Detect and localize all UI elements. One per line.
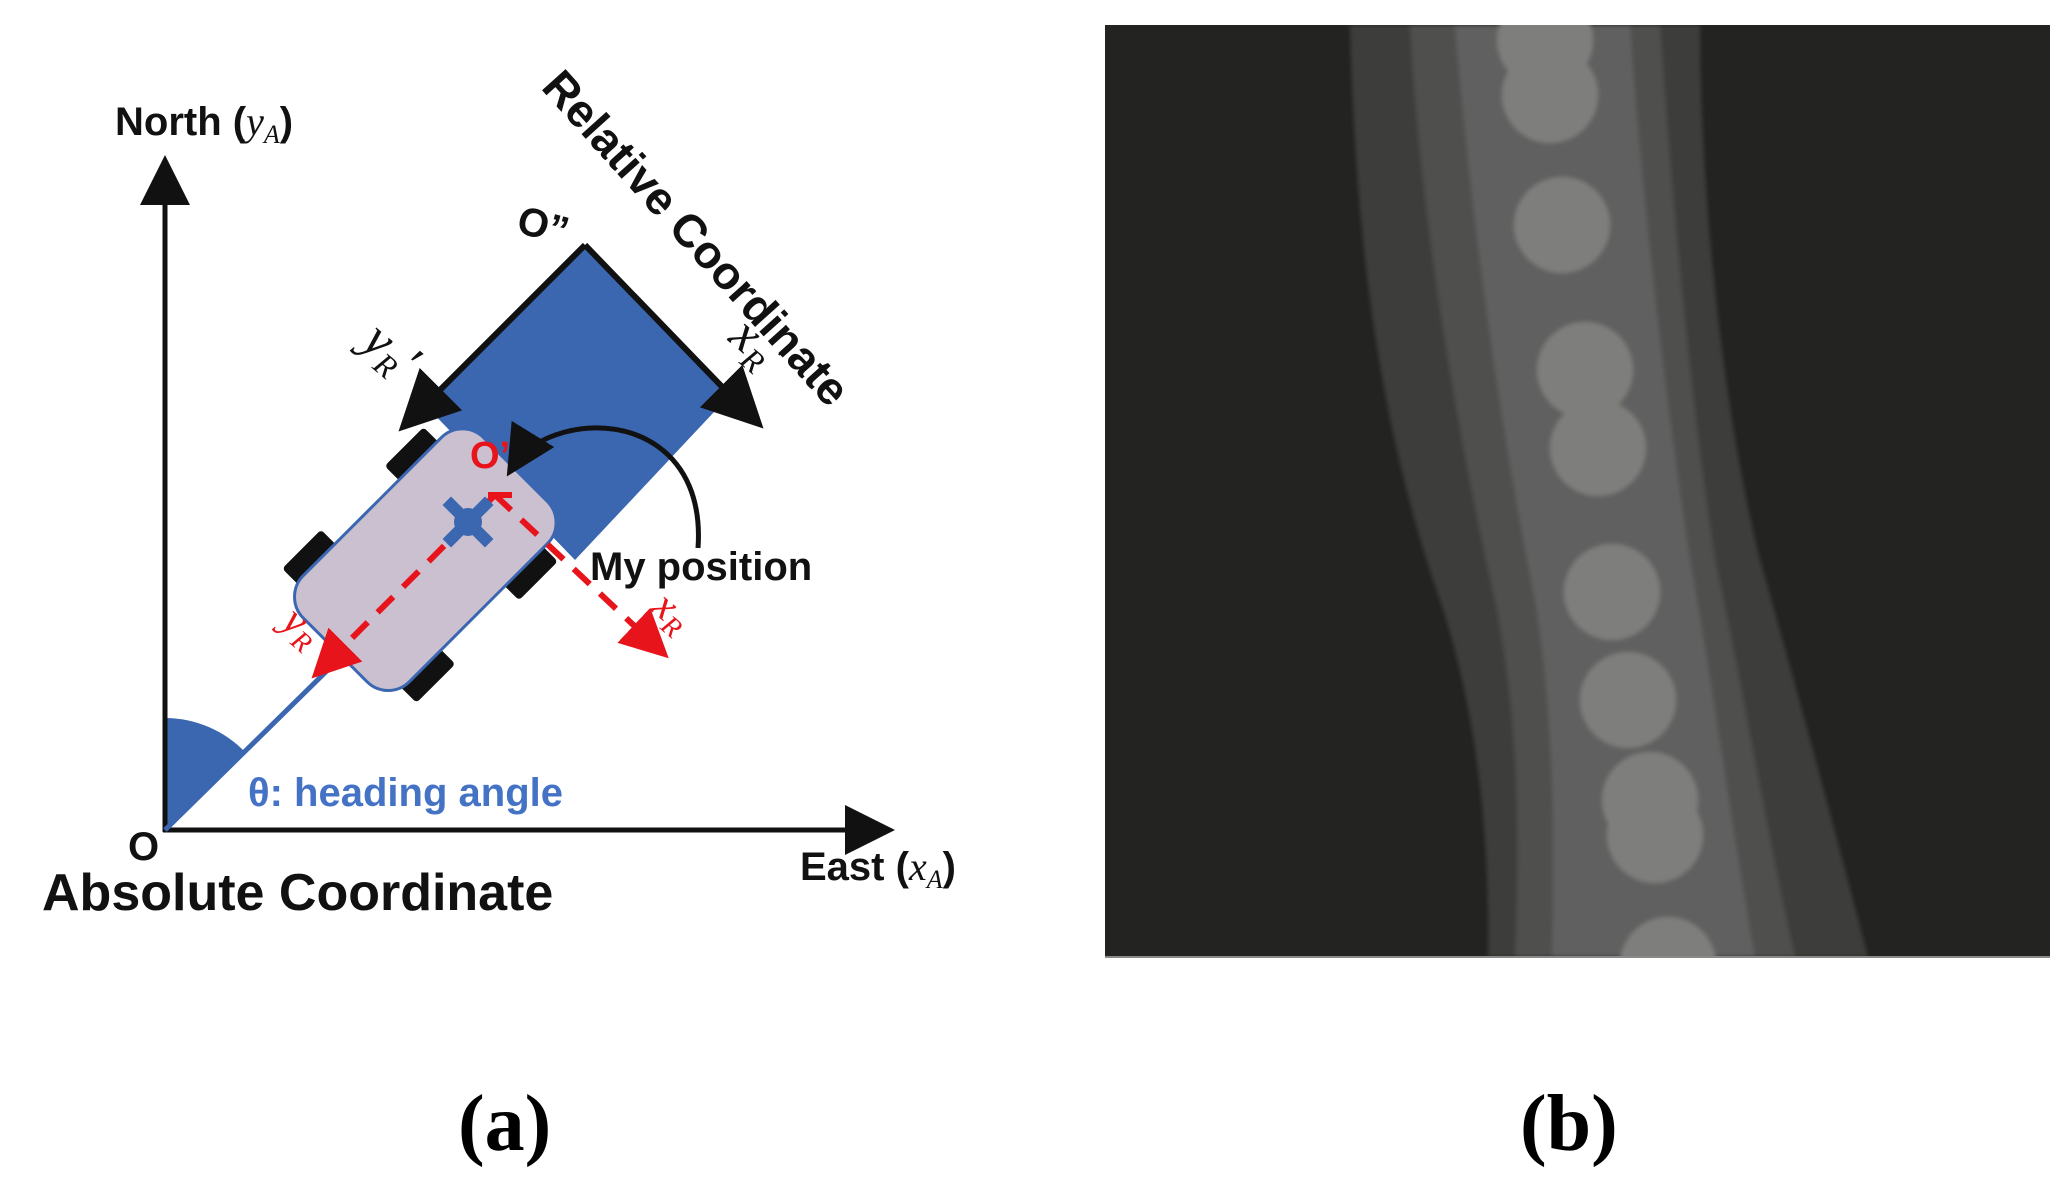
position-marker-wing [442, 496, 494, 548]
origin-double-prime-label: O” [513, 198, 574, 254]
east-axis-label: East (xA) [800, 844, 956, 894]
north-axis-label: North (yA) [115, 99, 293, 149]
trail-point [1607, 787, 1703, 883]
trail-point [1564, 544, 1660, 640]
origin-prime-label: O’ [470, 435, 510, 477]
panel-a-label: (a) [458, 1080, 551, 1168]
yr-prime-label: yR′ [345, 307, 431, 393]
trail-point [1550, 400, 1646, 496]
trail-point [1620, 917, 1716, 957]
absolute-coordinate-title: Absolute Coordinate [42, 864, 553, 922]
panel-b-label: (b) [1520, 1080, 1618, 1168]
panel-b-image [1105, 25, 2050, 958]
position-marker-icon [442, 496, 494, 548]
yr-prime-axis-arrow [398, 367, 463, 432]
robot-wheel [395, 643, 454, 702]
trail-point [1502, 47, 1598, 143]
panel-a-diagram: North (yA) East (xA) O Absolute Coordina… [42, 60, 956, 922]
trail-point [1580, 652, 1676, 748]
trail-point [1537, 322, 1633, 418]
my-position-curve-arrow [506, 420, 701, 549]
heading-angle-wedge [165, 718, 245, 830]
my-position-label: My position [590, 545, 812, 589]
robot-wheel [498, 540, 557, 599]
heading-angle-label: θ: heading angle [248, 771, 563, 815]
xr-axis-dashed [492, 492, 669, 659]
robot-wheel [386, 428, 445, 487]
xr-prime-axis-arrow [699, 364, 764, 429]
origin-label: O [128, 825, 159, 869]
trail-point [1514, 177, 1610, 273]
robot-wheel [283, 531, 342, 590]
xr-label: xR [640, 582, 701, 645]
